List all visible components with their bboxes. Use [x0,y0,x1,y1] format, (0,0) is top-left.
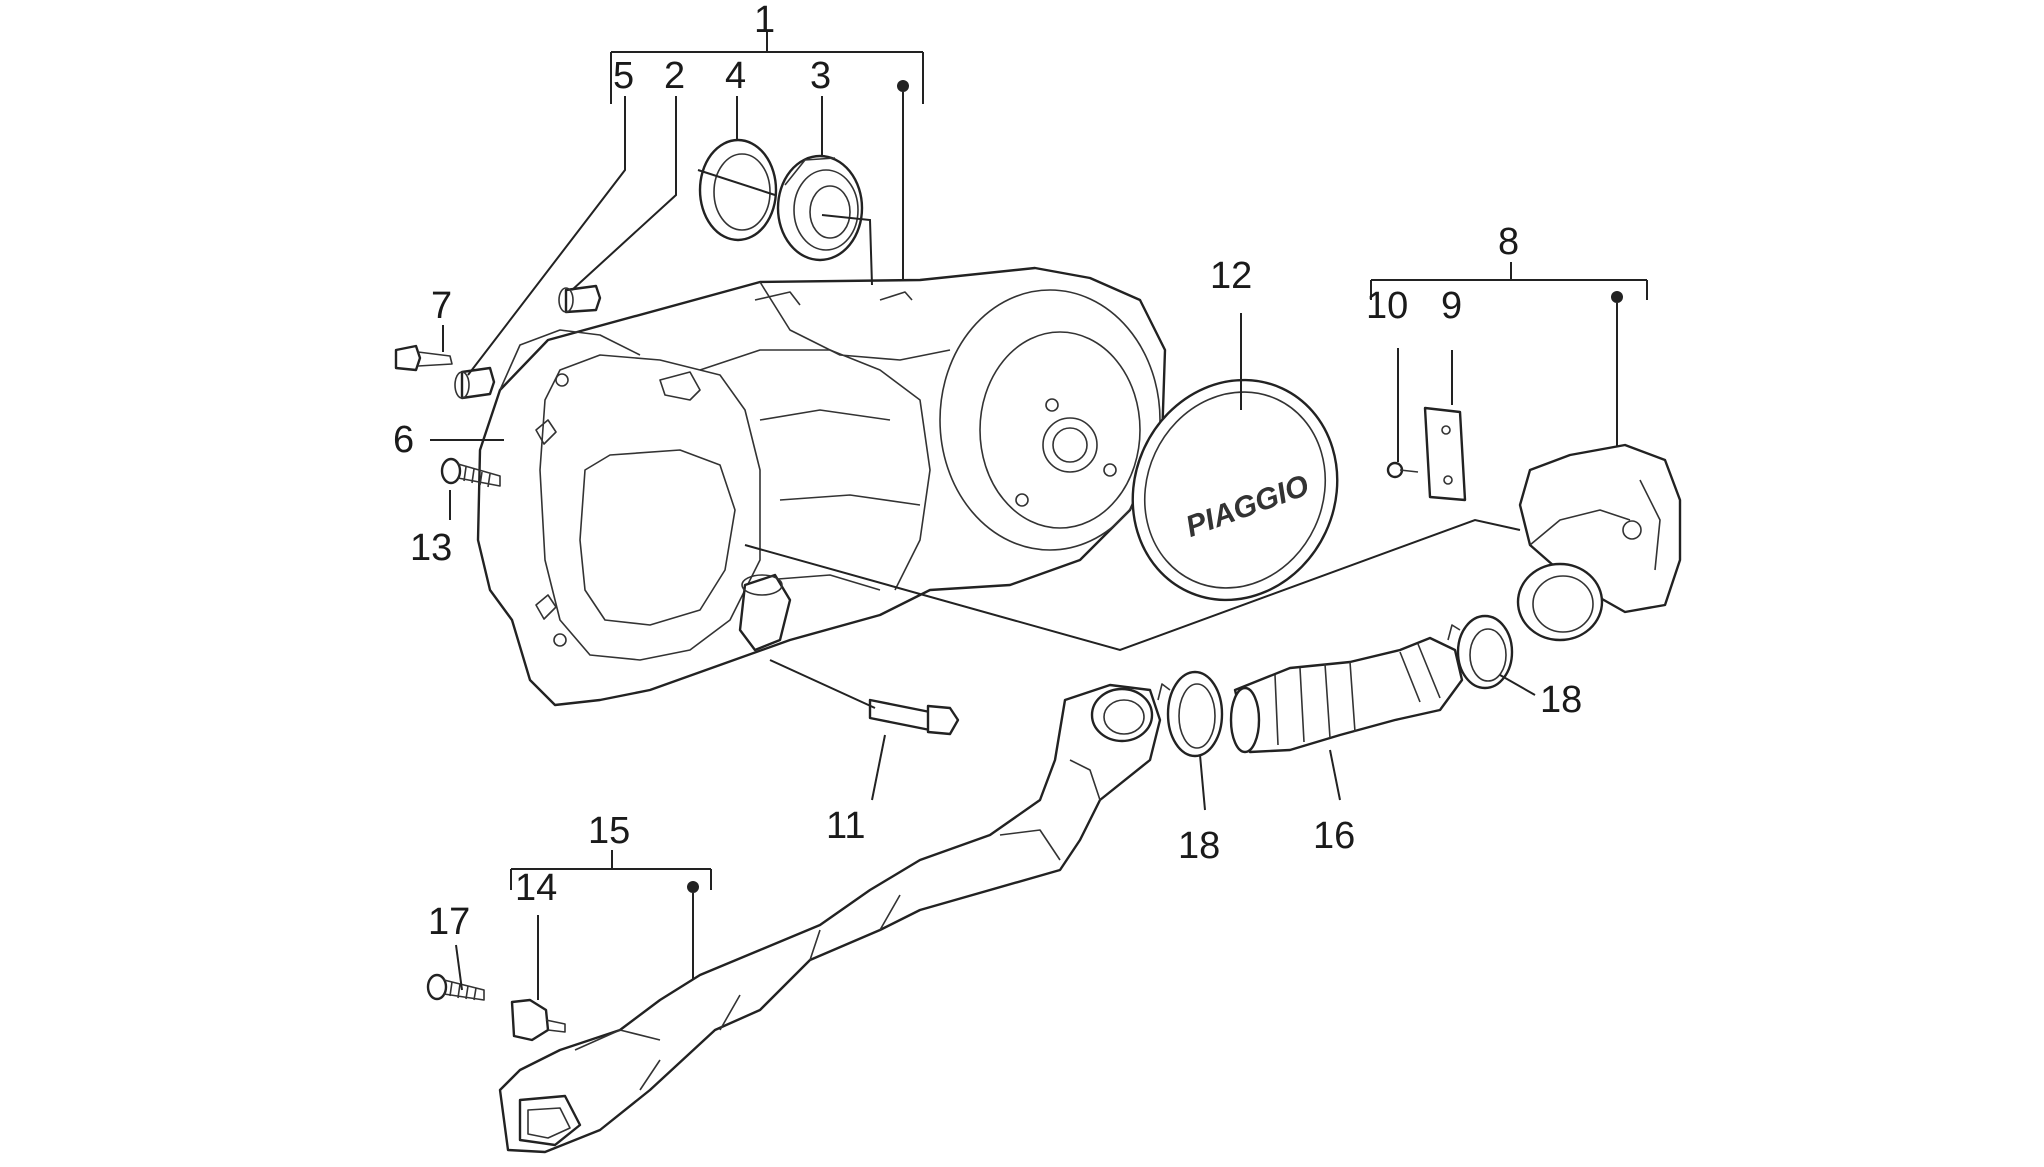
snap-ring-4 [698,138,778,242]
bolt-7 [394,344,453,372]
bushing-2 [558,284,602,314]
callout-12: 12 [1210,255,1252,297]
flexible-hose-16 [1229,636,1464,754]
screw-10 [1386,461,1419,479]
callout-17: 17 [428,901,470,943]
hose-clamp-18-left [1157,670,1224,758]
grommet-14 [510,998,566,1042]
callout-1: 1 [754,0,775,41]
screw-13 [440,457,501,488]
callout-8: 8 [1498,221,1519,263]
screw-17 [426,973,485,1001]
plate-9 [1423,406,1467,502]
bracket-1 [610,30,924,283]
bracket-8 [1370,262,1648,450]
callout-labels: 1 2 3 4 5 6 7 8 9 10 11 12 13 14 15 16 1… [393,0,1582,943]
callout-14: 14 [515,867,557,909]
logo-cover-12: PIAGGIO [1131,378,1339,602]
bearing-3 [776,154,864,262]
transmission-cover [476,266,1167,707]
hose-clamp-18-right [1447,614,1514,690]
callout-10: 10 [1366,285,1408,327]
callout-16: 16 [1313,815,1355,857]
dowel-pin-5 [454,366,496,400]
callout-13: 13 [410,527,452,569]
bolt-11 [868,698,960,736]
air-intake-housing-8 [1516,443,1682,642]
leader-lines [430,96,1536,1000]
callout-15: 15 [588,810,630,852]
callout-18-left: 18 [1178,825,1220,867]
callout-2: 2 [664,55,685,97]
intake-duct-15 [498,683,1162,1154]
callout-7: 7 [431,285,452,327]
callout-4: 4 [725,55,746,97]
callout-18-right: 18 [1540,679,1582,721]
callout-11: 11 [826,805,865,847]
callout-3: 3 [810,55,831,97]
callout-5: 5 [613,55,634,97]
callout-9: 9 [1441,285,1462,327]
callout-6: 6 [393,419,414,461]
